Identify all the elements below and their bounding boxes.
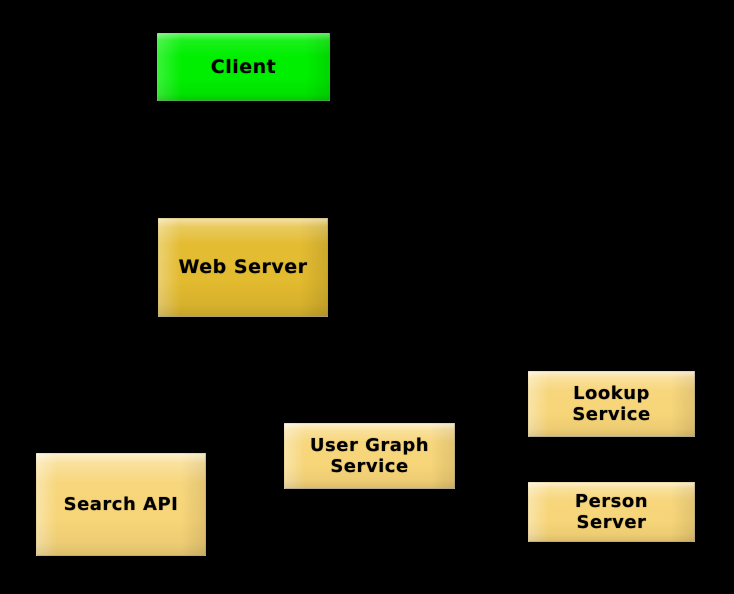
diagram-node-user-graph-service-label: User Graph Service (309, 434, 430, 477)
diagram-node-search-api[interactable]: Search API (36, 453, 206, 556)
diagram-node-person-server[interactable]: Person Server (528, 482, 695, 542)
diagram-node-web-server-label: Web Server (178, 256, 308, 279)
diagram-node-web-server[interactable]: Web Server (158, 218, 328, 317)
diagram-node-lookup-service[interactable]: Lookup Service (528, 371, 695, 437)
diagram-node-client-label: Client (210, 55, 277, 78)
diagram-node-lookup-service-label: Lookup Service (572, 382, 651, 425)
diagram-node-user-graph-service[interactable]: User Graph Service (284, 423, 455, 489)
diagram-node-person-server-label: Person Server (574, 490, 649, 533)
diagram-node-search-api-label: Search API (63, 493, 179, 515)
diagram-node-client[interactable]: Client (157, 33, 330, 101)
